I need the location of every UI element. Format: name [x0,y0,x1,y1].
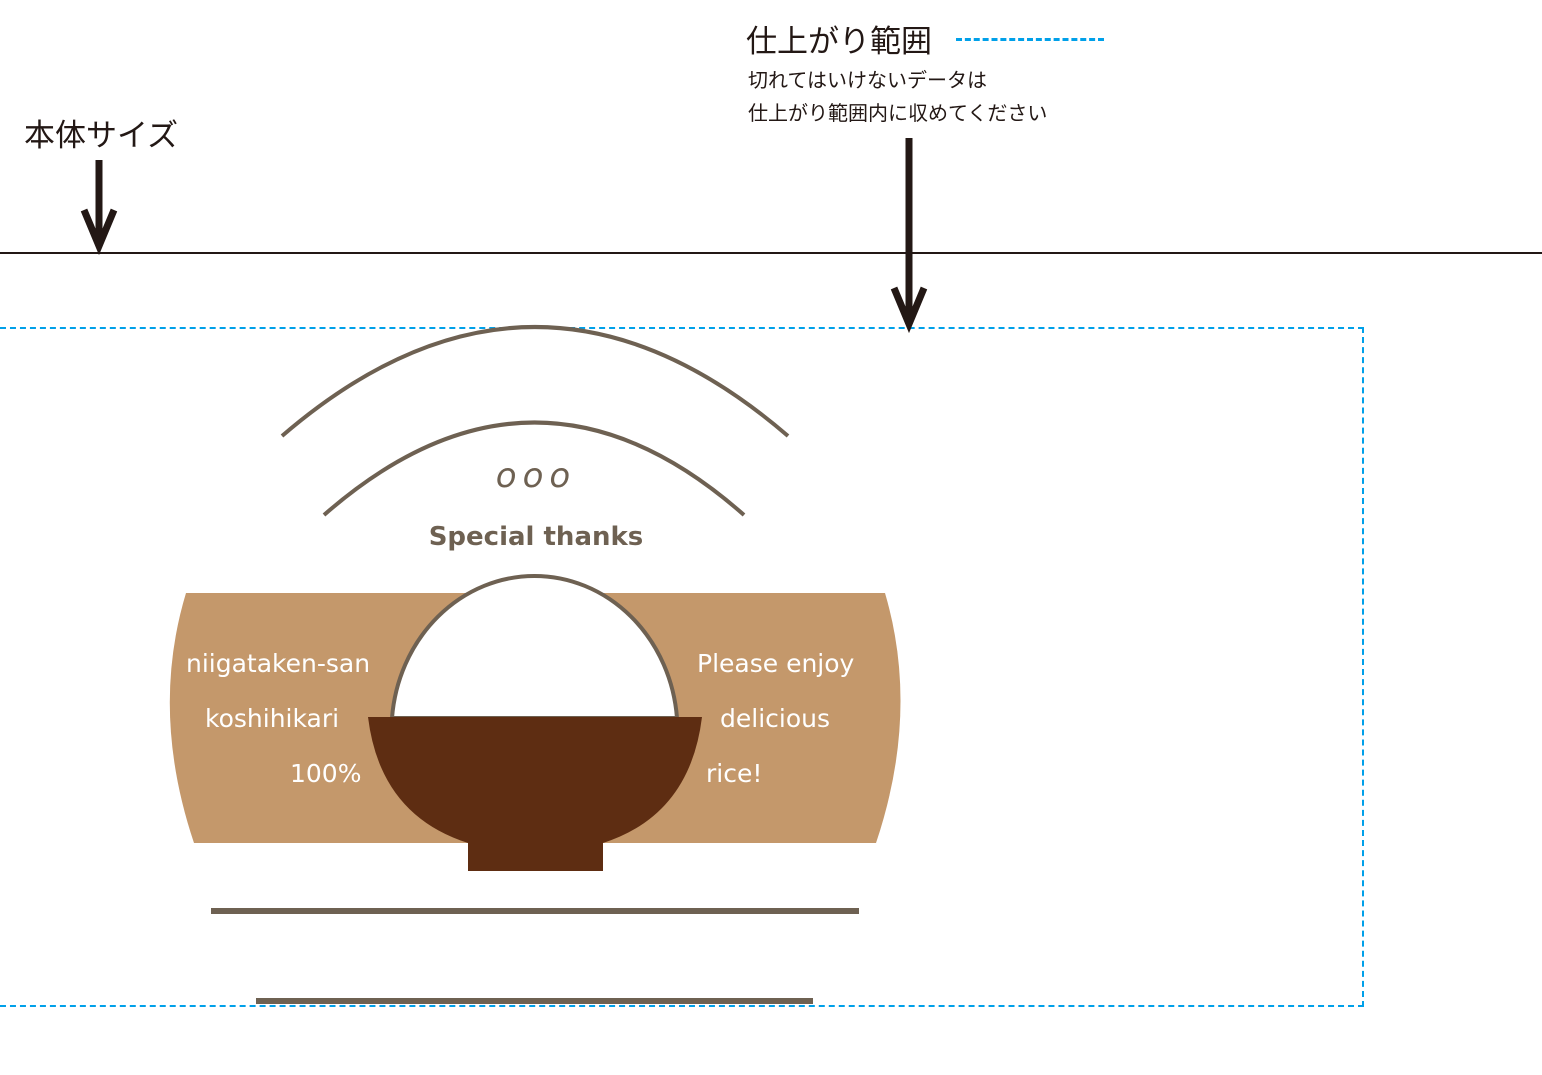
lower-line-2 [256,998,813,1004]
rice-mound [389,574,680,720]
body-size-arrow-icon [80,160,118,256]
left-text-line2: koshihikari [205,704,339,733]
trim-area-arrow-icon [890,138,928,334]
inner-arc [322,420,746,517]
trim-area-legend-dash [956,38,1104,41]
body-size-line [0,252,1542,254]
trim-area-box [0,327,1364,1007]
trim-note-line1: 切れてはいけないデータは [748,68,987,92]
left-text-line1: niigataken-san [186,649,370,678]
body-size-label: 本体サイズ [24,118,179,154]
right-text-line1: Please enjoy [697,649,855,678]
trim-area-label: 仕上がり範囲 [746,24,932,60]
lower-line-1 [211,908,859,914]
trim-note-line2: 仕上がり範囲内に収めてください [748,101,1048,125]
special-thanks-text: Special thanks [429,522,644,552]
bowl-icon [368,717,702,871]
name-placeholder: ooo [496,456,576,496]
left-text-line3: 100% [290,759,361,788]
outer-arc [280,325,790,438]
right-text-line3: rice! [706,759,762,788]
right-text-line2: delicious [720,704,830,733]
